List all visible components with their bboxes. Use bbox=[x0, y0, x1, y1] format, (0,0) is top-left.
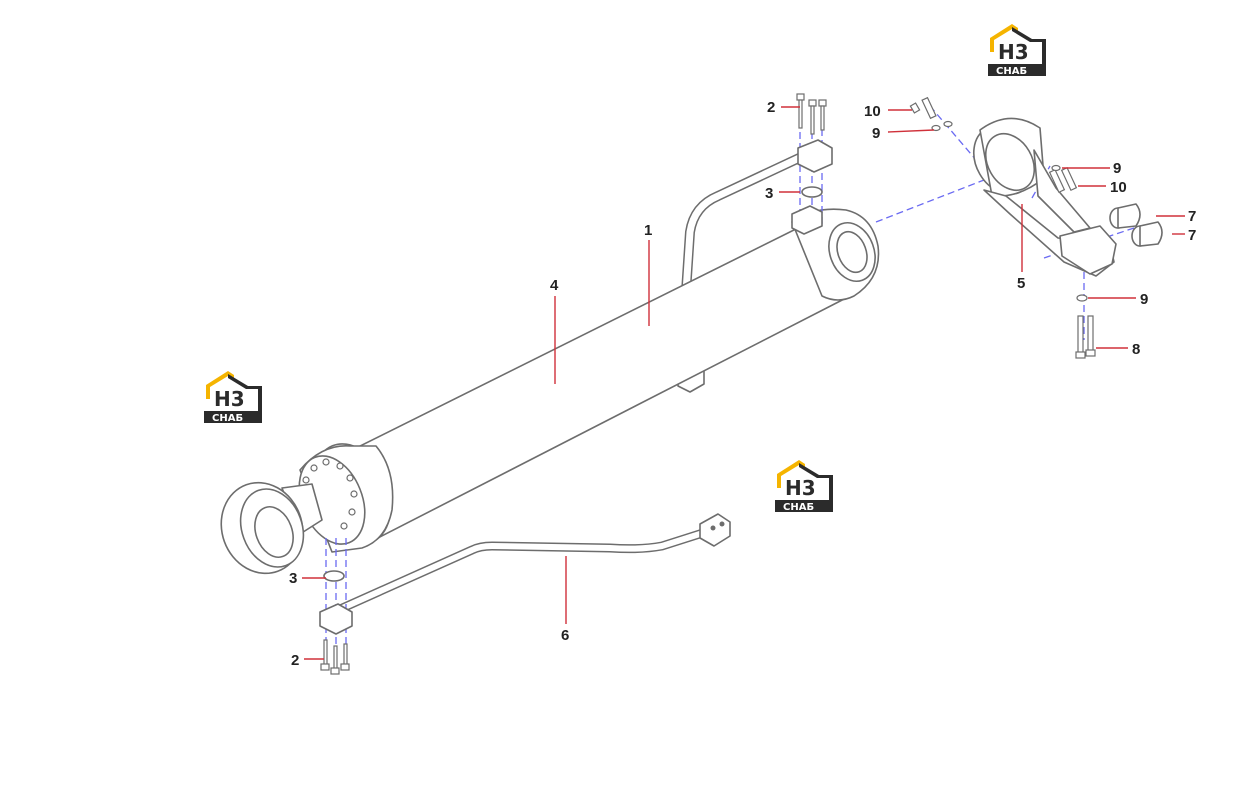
lower-hydraulic-tube bbox=[333, 513, 731, 615]
watermark-logo-center: H3 CHAБ bbox=[775, 460, 833, 513]
callout-9-left: 9 bbox=[872, 125, 880, 142]
watermark-caption: CHAБ bbox=[996, 66, 1027, 77]
cylinder-barrel bbox=[220, 208, 880, 575]
callout-10-left: 10 bbox=[864, 103, 881, 120]
upper-flange-assembly bbox=[791, 93, 833, 235]
callout-10-right: 10 bbox=[1110, 179, 1127, 196]
bolt bbox=[320, 639, 350, 675]
callout-2-bottom: 2 bbox=[291, 652, 299, 669]
leader-lines bbox=[302, 106, 1185, 660]
callout-3-bottom: 3 bbox=[289, 570, 297, 587]
callout-6: 6 bbox=[561, 627, 569, 644]
callout-2-top: 2 bbox=[767, 99, 775, 116]
callout-9-right: 9 bbox=[1113, 160, 1121, 177]
leader-9-left bbox=[887, 129, 935, 133]
callout-8: 8 bbox=[1132, 341, 1140, 358]
watermark-letters: H3 bbox=[998, 40, 1029, 64]
callout-9-lower: 9 bbox=[1140, 291, 1148, 308]
mounting-bracket-assembly bbox=[875, 96, 1163, 359]
callout-4: 4 bbox=[550, 277, 559, 294]
watermark-caption: CHAБ bbox=[212, 413, 243, 424]
callout-3-top: 3 bbox=[765, 185, 773, 202]
lower-flange-assembly bbox=[319, 538, 353, 675]
callout-labels: 1 2 3 4 5 6 7 7 8 9 9 9 10 10 3 2 bbox=[289, 99, 1196, 669]
callout-5: 5 bbox=[1017, 275, 1025, 292]
watermark-logo-left: H3 CHAБ bbox=[204, 371, 262, 424]
watermark-logo-top-right: H3 CHAБ bbox=[988, 24, 1046, 77]
bolt bbox=[796, 93, 827, 135]
watermark-letters: H3 bbox=[214, 387, 245, 411]
watermark-letters: H3 bbox=[785, 476, 816, 500]
callout-1: 1 bbox=[644, 222, 652, 239]
watermark-caption: CHAБ bbox=[783, 502, 814, 513]
callout-7a: 7 bbox=[1188, 208, 1196, 225]
callout-7b: 7 bbox=[1188, 227, 1196, 244]
